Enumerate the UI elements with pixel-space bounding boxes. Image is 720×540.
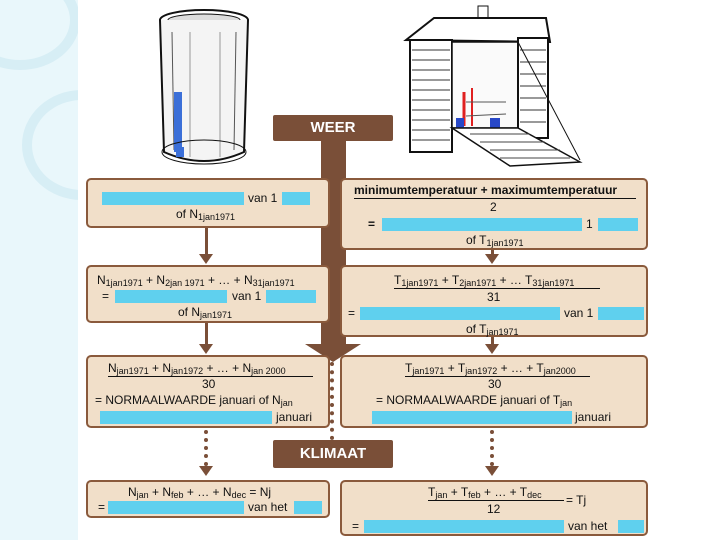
hidden-text-mask [108, 501, 244, 514]
right-b4-line3: van het [568, 519, 608, 533]
left-b1-line2: of N1jan1971 [176, 207, 236, 222]
left-arrow-head-1 [199, 254, 213, 264]
left-box-4: Njan + Nfeb + … + Ndec = Nj = van het [86, 480, 330, 518]
hidden-text-mask [100, 411, 272, 424]
right-b1-eq: = [368, 217, 376, 231]
left-arrow-head-3 [199, 466, 213, 476]
hidden-text-mask [372, 411, 572, 424]
right-b1-line3: of T1jan1971 [466, 233, 524, 248]
right-arrow-head-1 [485, 254, 499, 264]
right-b2-eq: = [348, 306, 356, 320]
right-b3-denominator: 30 [488, 377, 502, 391]
decorative-ring-top [0, 0, 78, 70]
right-b1-line2: 1 [586, 217, 593, 231]
hidden-text-mask [364, 520, 564, 533]
left-box-3: Njan1971 + Njan1972 + … + Njan 2000 30 =… [86, 355, 330, 428]
left-b3-line4: januari [276, 410, 313, 424]
right-box-4: Tjan + Tfeb + … + Tdec = Tj 12 = van het [340, 480, 648, 536]
left-box-2: N1jan1971 + N2jan 1971 + … + N31jan1971 … [86, 265, 330, 323]
central-dotted-connector [330, 362, 338, 440]
left-b4-numerator: Njan + Nfeb + … + Ndec = Nj [128, 485, 272, 500]
right-b2-denominator: 31 [487, 290, 501, 304]
right-box-1: minimumtemperatuur + maximumtemperatuur … [340, 178, 648, 250]
right-b3-line3: = NORMAALWAARDE januari of Tjan [376, 393, 573, 408]
right-b4-fraction-line [428, 500, 564, 501]
stevenson-screen-illustration [403, 5, 583, 167]
hidden-text-mask [598, 307, 644, 320]
left-b3-fraction-line [108, 376, 313, 377]
right-arrow-shaft-1 [491, 250, 494, 255]
left-dotted-connector [204, 430, 212, 466]
hidden-text-mask [102, 192, 244, 205]
right-b4-numerator: Tjan + Tfeb + … + Tdec [428, 485, 542, 500]
right-b3-fraction-line [405, 376, 590, 377]
left-b4-eq: = [98, 500, 106, 514]
right-box-3: Tjan1971 + Tjan1972 + … + Tjan2000 30 = … [340, 355, 648, 428]
hidden-text-mask [294, 501, 322, 514]
hidden-text-mask [618, 520, 644, 533]
decorative-ring [22, 90, 78, 200]
klimaat-header: KLIMAAT [273, 440, 393, 468]
right-b4-tail: = Tj [566, 493, 587, 507]
right-arrow-head-2 [485, 344, 499, 354]
hidden-text-mask [282, 192, 310, 205]
hidden-text-mask [115, 290, 227, 303]
right-b1-denominator: 2 [490, 200, 497, 214]
left-b2-line3: of Njan1971 [178, 305, 233, 320]
left-b3-denominator: 30 [202, 377, 216, 391]
right-b2-fraction-line [394, 288, 600, 289]
hidden-text-mask [382, 218, 582, 231]
right-box-2: T1jan1971 + T2jan1971 + … T31jan1971 31 … [340, 265, 648, 337]
right-arrow-shaft-2 [491, 337, 494, 345]
left-b2-line2: van 1 [232, 289, 262, 303]
right-b4-denominator: 12 [487, 502, 501, 516]
hidden-text-mask [360, 307, 560, 320]
hidden-text-mask [266, 290, 316, 303]
left-b1-line1: van 1 [248, 191, 278, 205]
right-b2-line4: of Tjan1971 [466, 322, 519, 337]
right-dotted-connector [490, 430, 498, 466]
right-b4-eq: = [352, 519, 360, 533]
left-arrow-shaft-1 [205, 228, 208, 255]
rain-gauge-illustration [159, 9, 249, 165]
left-b4-line2: van het [248, 500, 288, 514]
left-b2-eq: = [102, 289, 110, 303]
left-box-1: van 1 of N1jan1971 [86, 178, 330, 228]
left-b2-numerator: N1jan1971 + N2jan 1971 + … + N31jan1971 [97, 273, 295, 288]
left-b3-numerator: Njan1971 + Njan1972 + … + Njan 2000 [108, 361, 286, 376]
right-b2-numerator: T1jan1971 + T2jan1971 + … T31jan1971 [394, 273, 575, 288]
right-b1-fraction-line [354, 198, 636, 199]
right-b1-numerator: minimumtemperatuur + maximumtemperatuur [354, 183, 618, 197]
right-b2-line3: van 1 [564, 306, 594, 320]
weer-header: WEER [273, 115, 393, 141]
decorative-side-strip [0, 0, 78, 540]
hidden-text-mask [598, 218, 638, 231]
right-b3-line4: januari [575, 410, 612, 424]
left-arrow-head-2 [199, 344, 213, 354]
left-arrow-shaft-2 [205, 323, 208, 345]
right-arrow-head-3 [485, 466, 499, 476]
left-b3-line3: = NORMAALWAARDE januari of Njan [95, 393, 293, 408]
right-b3-numerator: Tjan1971 + Tjan1972 + … + Tjan2000 [405, 361, 576, 376]
